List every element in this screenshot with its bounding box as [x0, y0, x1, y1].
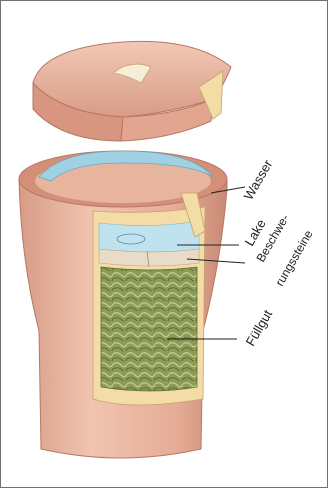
- crock: [19, 151, 227, 458]
- label-wasser: Wasser: [241, 157, 276, 203]
- filling: [101, 267, 197, 391]
- lid: [33, 41, 231, 141]
- brine-layer: [99, 221, 199, 252]
- label-fuellgut: Füllgut: [243, 307, 276, 349]
